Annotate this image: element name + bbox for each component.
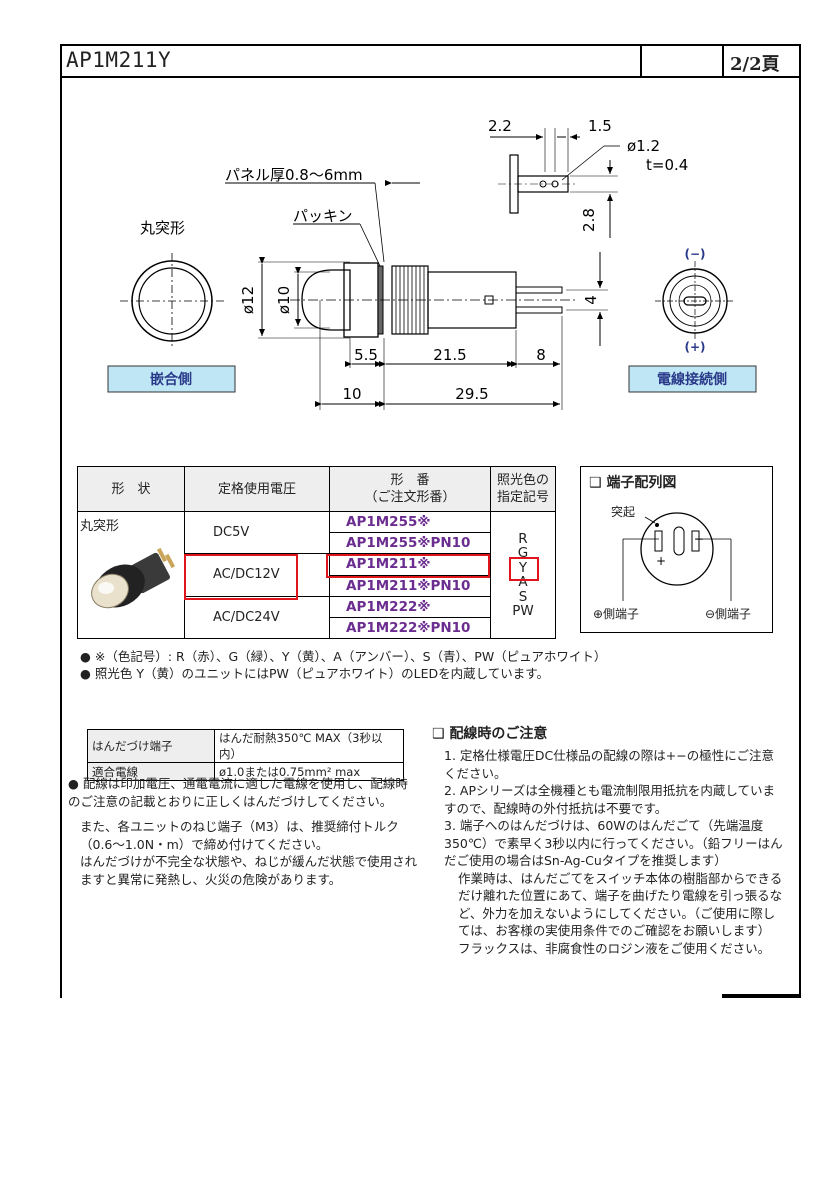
page-frame: AP1M211Y 2/2頁 (60, 44, 801, 998)
protrusion-label: 突起 (611, 505, 636, 519)
rear-caption: 電線接続側 (657, 371, 727, 388)
dim-10: 10 (342, 385, 361, 403)
packing-label: パッキン (293, 207, 353, 225)
header-shape: 形 状 (77, 466, 185, 512)
terminal-arrangement-diagram: + − (622, 512, 732, 601)
model-cell: AP1M222※PN10 (329, 617, 491, 639)
solder-value: はんだ耐熱350℃ MAX（3秒以内） (214, 729, 404, 763)
front-label: 丸突形 (140, 219, 185, 237)
rear-caption-box (628, 365, 757, 393)
dim-21-5: 21.5 (433, 346, 466, 364)
caution-item: 2. APシリーズは全機種とも電流制限用抵抗を内蔵していますので、配線時の外付抵… (444, 783, 775, 816)
terminal-upper (515, 286, 563, 294)
dim-1-5: 1.5 (588, 117, 612, 135)
model-cell: AP1M222※ (329, 595, 491, 618)
shape-cell: 丸突形 (77, 511, 185, 639)
page-number: 2/2頁 (730, 54, 780, 75)
plus-mark: + (656, 554, 666, 568)
highlight-color (509, 557, 539, 581)
page-title: AP1M211Y (66, 48, 172, 72)
caution-item: 3. 端子へのはんだづけは、60Wのはんだごて（先端温度350℃）で素早く3秒以… (444, 818, 783, 868)
header-part-number: 形 番 （ご注文形番） (329, 466, 491, 512)
header-voltage: 定格使用電圧 (184, 466, 330, 512)
wiring-caution-list: 1. 定格仕様電圧DC仕様品の配線の際は+−の極性にご注意ください。 2. AP… (444, 747, 786, 957)
solder-key: 適合電線 (87, 762, 215, 781)
wiring-caution-title: ❑ 配線時のご注意 (432, 726, 548, 742)
checkbox-icon: ❑ (432, 726, 445, 742)
header-divider (640, 46, 642, 76)
dimension-drawing: 丸突形 嵌合側 パネル厚0.8～6mm パッキン ø12 ø10 4 (107, 117, 757, 410)
caution-item: 作業時は、はんだごてをスイッチ本体の樹脂部からできるだけ離れた位置にあて、端子を… (458, 870, 783, 939)
minus-terminal-label: ⊖側端子 (705, 607, 752, 621)
solder-value: ø1.0または0.75mm² max (214, 762, 404, 781)
caution-item: フラックスは、非腐食性のロジン液をご使用ください。 (458, 940, 771, 956)
model-cell: AP1M211※PN10 (329, 574, 491, 597)
note-list: ● ※（色記号）: R（赤）、G（緑）、Y（黄）、A（アンバー）、S（青）、PW… (80, 648, 780, 682)
panel-thickness-label: パネル厚0.8～6mm (225, 166, 363, 184)
highlight-model (326, 554, 490, 578)
dim-2-2: 2.2 (488, 117, 512, 135)
terminal-lower (515, 306, 563, 314)
note-item: ● 照光色 Y（黄）のユニットにはPW（ピュアホワイト）のLEDを内蔵しています… (80, 666, 550, 681)
solder-key: はんだづけ端子 (87, 729, 215, 763)
caution-item: 1. 定格仕様電圧DC仕様品の配線の際は+−の極性にご注意ください。 (444, 748, 774, 781)
note-item: ● ※（色記号）: R（赤）、G（緑）、Y（黄）、A（アンバー）、S（青）、PW… (80, 649, 607, 664)
rear-plus-label: (+) (684, 340, 705, 354)
model-cell: AP1M255※ (329, 511, 491, 533)
dim-5-5: 5.5 (354, 346, 378, 364)
dim-8: 8 (536, 346, 546, 364)
checkbox-icon: ❑ (589, 475, 602, 491)
model-cell: AP1M255※PN10 (329, 532, 491, 554)
voltage-cell: AC/DC12V (184, 553, 330, 597)
spec-table: 形 状 定格使用電圧 形 番 （ご注文形番） 照光色の 指定記号 丸突形 DC5… (77, 466, 556, 639)
color-code-cell: R G Y A S PW (490, 511, 556, 639)
shape-name: 丸突形 (80, 519, 120, 534)
header-divider (722, 46, 724, 76)
wiring-note: ● 配線は印加電圧、通電電流に適した電線を使用し、配線時のご注意の記載とおりに正… (68, 776, 418, 887)
plus-terminal-label: ⊕側端子 (593, 607, 640, 621)
header-color-code: 照光色の 指定記号 (490, 466, 556, 512)
front-caption: 嵌合側 (150, 371, 192, 388)
voltage-cell: DC5V (184, 511, 330, 554)
rear-minus-label: (−) (684, 247, 705, 261)
header-bar: AP1M211Y 2/2頁 (62, 46, 799, 78)
voltage-cell: AC/DC24V (184, 595, 330, 639)
dim-dia1-2: ø1.2 (627, 137, 660, 155)
solder-table: はんだづけ端子 はんだ耐熱350℃ MAX（3秒以内） 適合電線 ø1.0または… (87, 729, 404, 781)
dim-2-8: 2.8 (580, 208, 598, 232)
terminal-diagram-title: ❑ 端子配列図 (589, 475, 677, 491)
highlight-voltage (184, 554, 298, 600)
front-caption-box (107, 365, 236, 393)
dim-t0-4: t=0.4 (646, 156, 688, 174)
lens-dome (301, 269, 351, 331)
terminal-diagram-box: ❑ 端子配列図 突起 + − ⊕側端子 ⊖側端子 (580, 466, 773, 633)
dim-29-5: 29.5 (455, 385, 488, 403)
footer-bar (722, 994, 799, 998)
dim-dia12: ø12 (239, 286, 257, 314)
product-photo (91, 547, 176, 609)
dim-4: 4 (582, 295, 600, 305)
dim-dia10: ø10 (275, 286, 293, 314)
